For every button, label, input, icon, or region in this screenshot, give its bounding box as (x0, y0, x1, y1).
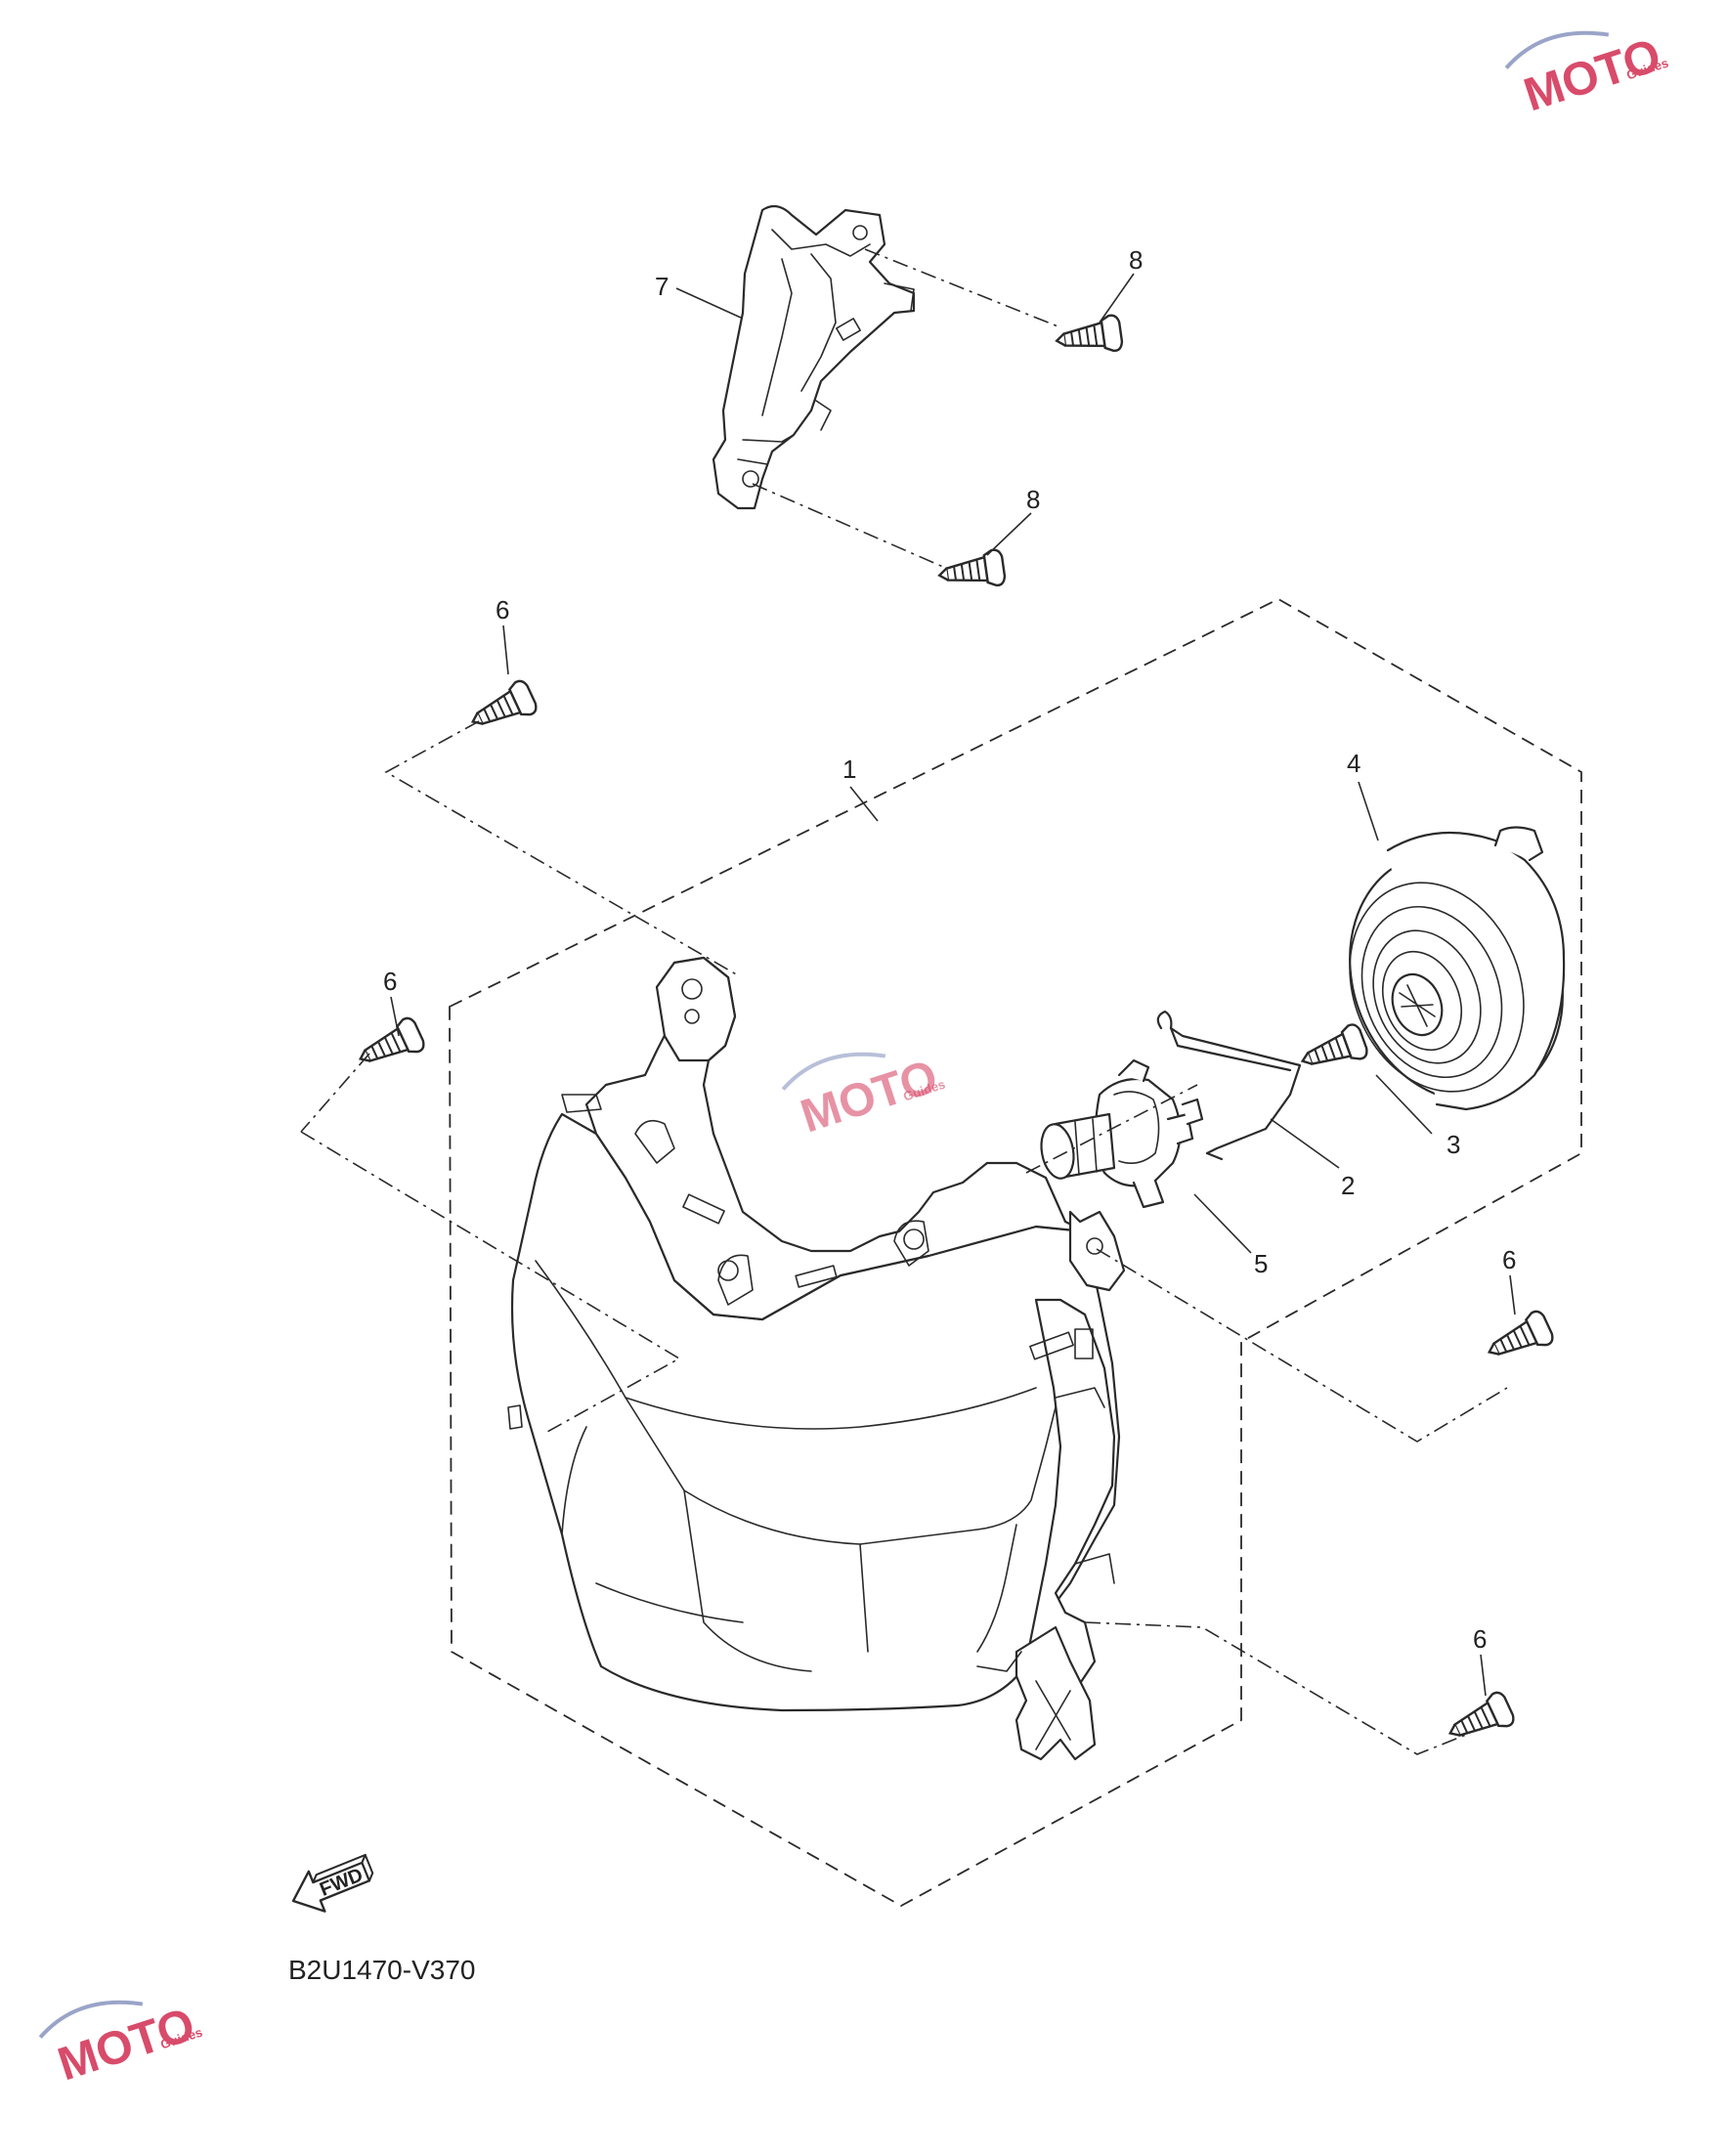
callout-8-upper: 8 (1129, 245, 1143, 275)
callout-4: 4 (1347, 749, 1360, 778)
screw-6-top-left (463, 676, 540, 740)
callout-6-bottom-right: 6 (1473, 1624, 1487, 1654)
watermark-top-right: MOTO Guides (1504, 29, 1670, 121)
callout-1: 1 (842, 755, 856, 784)
bulb-retaining-spring (1156, 1010, 1302, 1161)
screw-6-bottom-right (1441, 1688, 1518, 1751)
bracket-stay (712, 204, 916, 510)
callout-6-left: 6 (383, 967, 397, 996)
callout-leaders (390, 273, 1516, 1697)
screw-8-lower (935, 547, 1008, 595)
watermark-center: MOTO Guides (781, 1051, 947, 1143)
callout-6-top-left: 6 (496, 595, 509, 625)
callout-3: 3 (1446, 1130, 1460, 1159)
callout-2: 2 (1341, 1171, 1355, 1200)
callout-7: 7 (655, 272, 669, 301)
screw-6-left (351, 1013, 428, 1077)
drawing-code: B2U1470-V370 (288, 1955, 475, 1985)
cover-screw (1295, 1020, 1371, 1080)
assembly-lines (300, 248, 1508, 1755)
screw-6-right (1480, 1307, 1557, 1370)
rear-cover (1349, 826, 1566, 1111)
headlight-bulb (1040, 1058, 1204, 1209)
callout-6-right: 6 (1502, 1245, 1516, 1274)
callout-labels: 1 2 3 4 5 6 6 6 6 7 8 8 (383, 245, 1516, 1654)
callout-5: 5 (1254, 1249, 1268, 1278)
assembly-boundary (449, 597, 1582, 1908)
callout-8-lower: 8 (1026, 485, 1040, 514)
forward-direction-indicator: FWD (291, 1853, 374, 1913)
screw-8-upper (1053, 313, 1125, 361)
watermark-bottom-left: MOTO Guides (38, 1999, 204, 2091)
headlight-assembly (300, 956, 1126, 1761)
